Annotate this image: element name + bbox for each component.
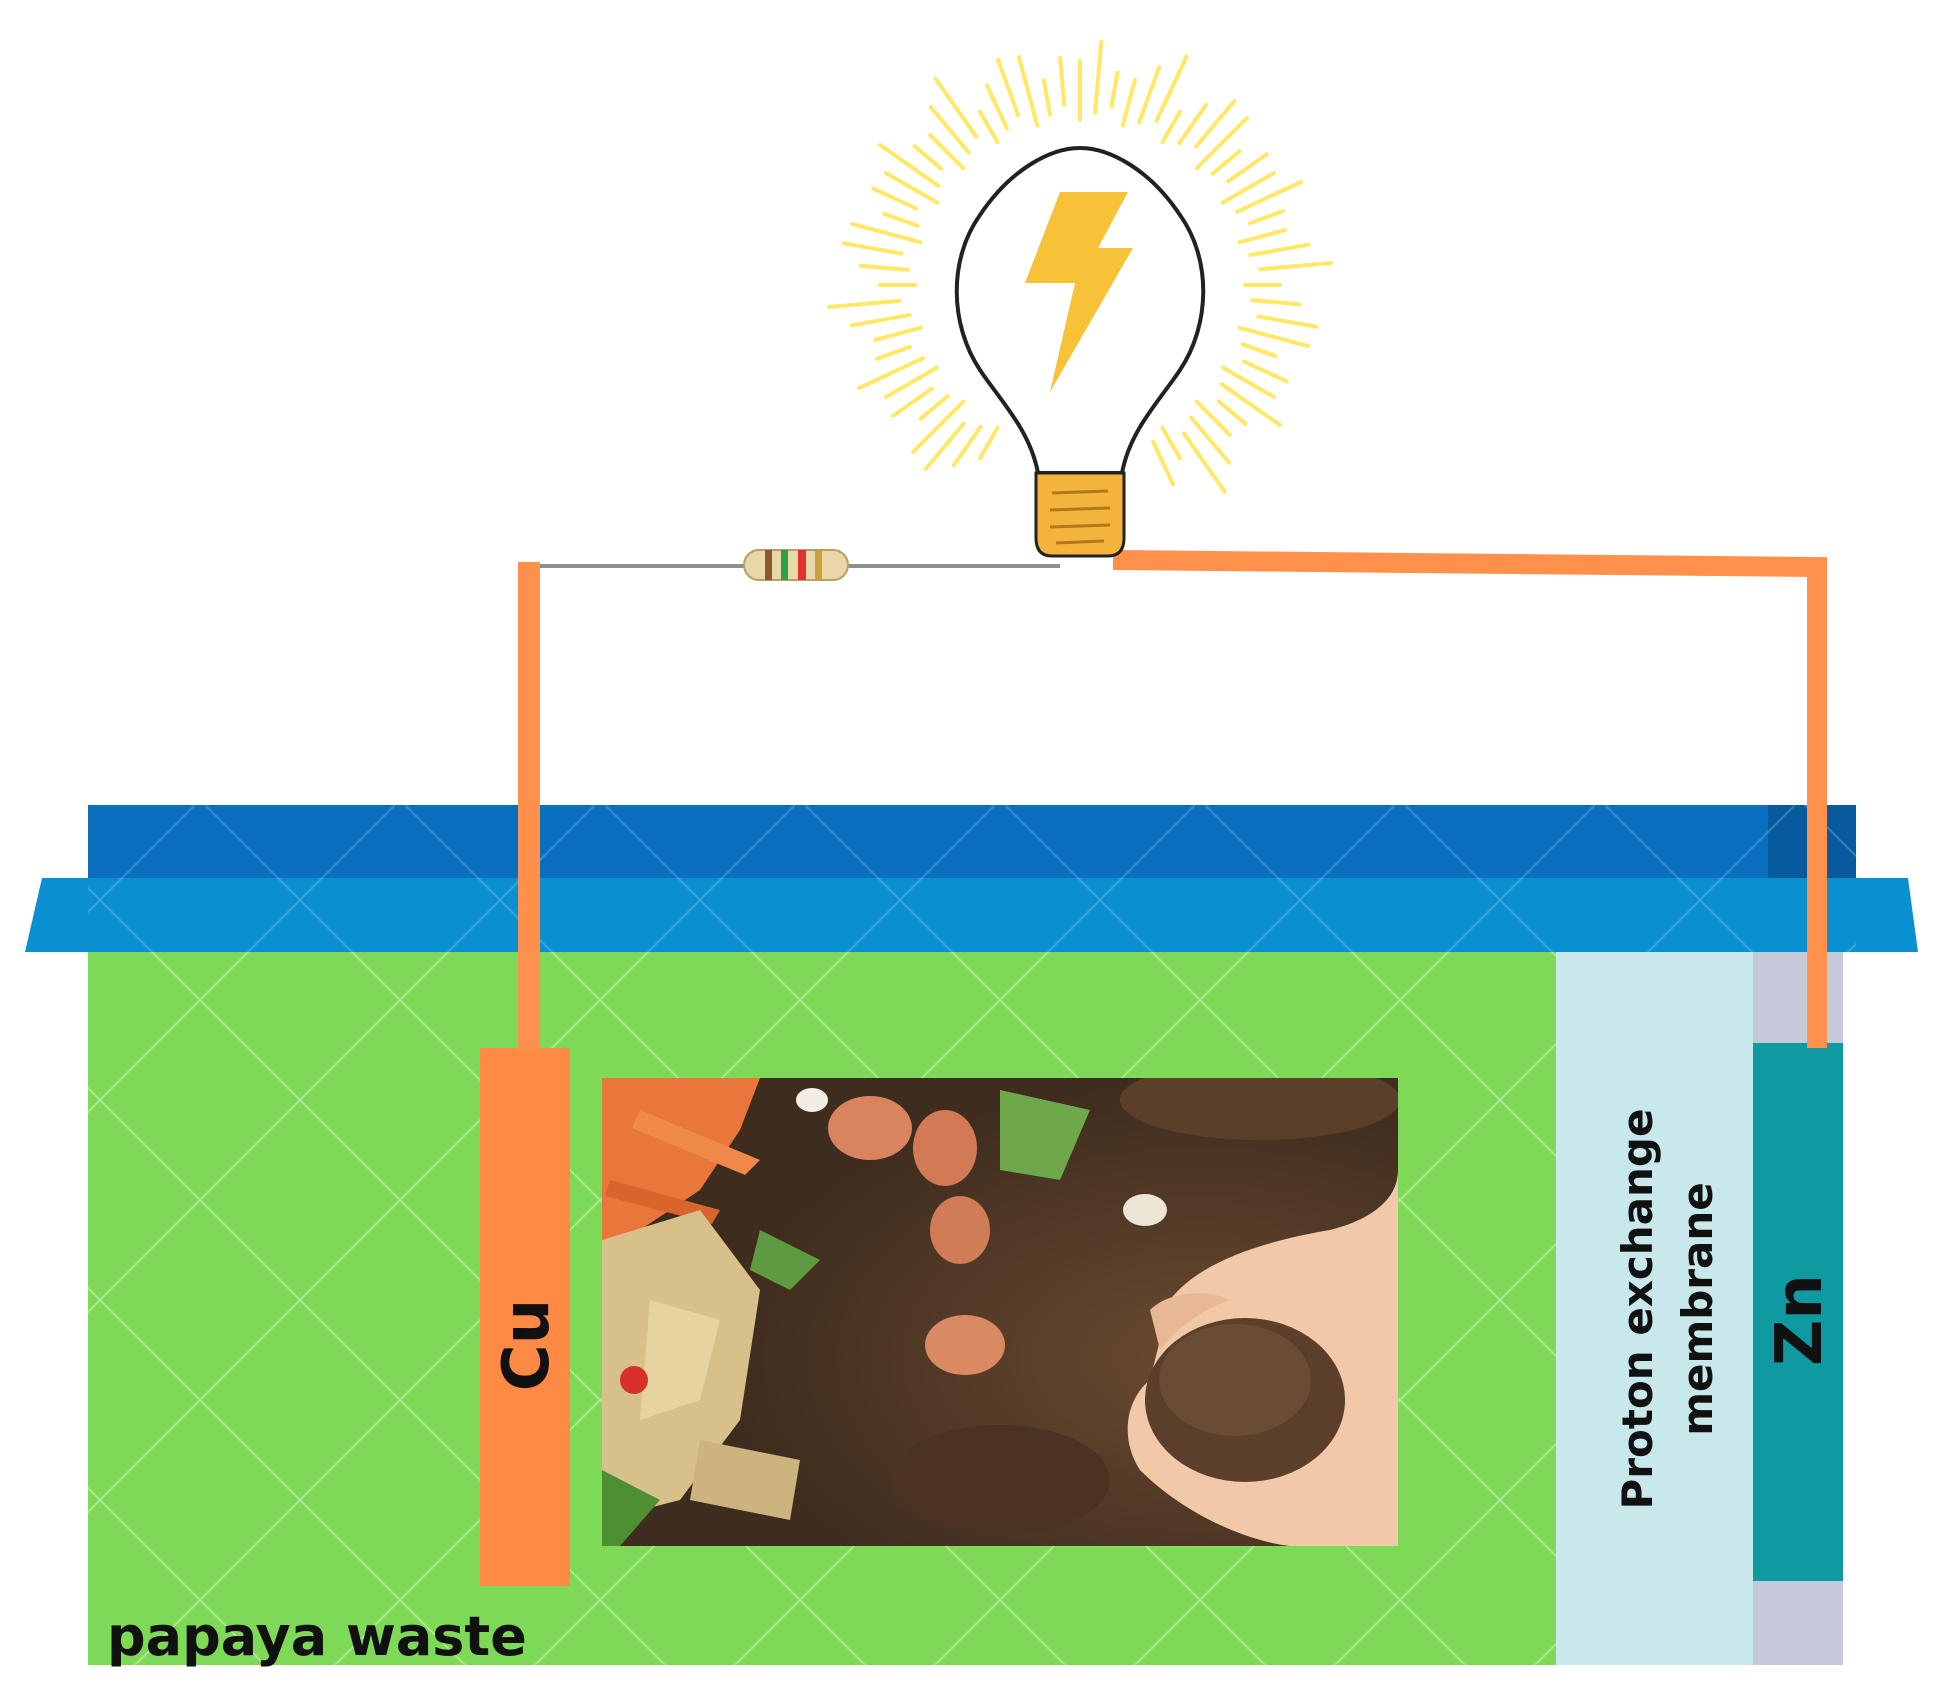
glow-ray <box>978 425 1000 461</box>
glow-ray <box>1219 382 1282 427</box>
glow-ray <box>928 105 971 155</box>
glow-ray <box>1109 70 1120 109</box>
glow-ray <box>918 394 950 421</box>
glow-ray <box>884 365 940 399</box>
glow-ray <box>1194 399 1232 437</box>
proton-exchange-membrane <box>1556 952 1753 1665</box>
glow-ray <box>858 263 910 272</box>
glow-ray <box>1226 152 1269 184</box>
glow-ray <box>1256 314 1319 329</box>
glow-ray <box>1160 109 1182 145</box>
glow-ray <box>849 313 912 328</box>
glow-ray <box>1237 228 1287 245</box>
membrane-label-line2: membrane <box>1673 1182 1722 1436</box>
glow-ray <box>1160 425 1182 461</box>
glow-ray <box>912 144 944 171</box>
glow-ray <box>878 143 941 188</box>
lightbulb-icon <box>827 39 1333 558</box>
glow-ray <box>1250 298 1302 307</box>
glow-ray <box>1240 342 1278 359</box>
glow-ray <box>1220 171 1276 205</box>
glow-ray <box>1248 209 1285 226</box>
glow-ray <box>928 133 966 171</box>
cu-electrode <box>480 1048 570 1586</box>
glow-ray <box>1154 54 1189 123</box>
glow-ray <box>911 399 966 454</box>
papaya-waste-label: papaya waste <box>107 1605 527 1668</box>
glow-ray <box>1151 439 1175 487</box>
glow-ray <box>1237 325 1310 349</box>
glow-ray <box>850 221 923 245</box>
glow-ray <box>1093 39 1104 115</box>
glow-ray <box>985 83 1009 131</box>
glow-ray <box>933 76 979 139</box>
glow-ray <box>841 241 904 256</box>
glow-ray <box>1177 102 1209 146</box>
glow-ray <box>1242 359 1289 384</box>
glow-ray <box>1058 55 1067 107</box>
container-lid <box>25 805 1918 952</box>
zn-label: Zn <box>1763 1274 1837 1366</box>
glow-ray <box>1181 431 1227 494</box>
glow-ray <box>1248 242 1311 257</box>
glow-ray <box>1120 78 1137 128</box>
cu-label: Cu <box>490 1299 564 1392</box>
membrane-label-line1: Proton exchange <box>1613 1109 1662 1510</box>
glow-ray <box>995 57 1021 117</box>
compost-photo <box>602 1078 1398 1546</box>
zn-electrode <box>1753 1043 1843 1581</box>
circuit-wires <box>518 550 1827 1050</box>
glow-ray <box>884 171 940 205</box>
lightning-bolt-icon <box>1025 192 1133 392</box>
glow-ray <box>978 109 1000 145</box>
glow-ray <box>1216 399 1248 426</box>
glow-ray <box>1016 55 1040 128</box>
glow-ray <box>873 325 923 342</box>
glow-ray <box>871 186 918 211</box>
glow-ray <box>875 344 912 361</box>
glow-ray <box>1189 415 1232 465</box>
resistor-icon <box>743 549 849 581</box>
glow-ray <box>1258 261 1333 272</box>
glow-ray <box>856 356 926 391</box>
glow-ray <box>1194 116 1249 171</box>
glow-ray <box>1210 149 1242 176</box>
glow-ray <box>1137 65 1162 125</box>
glow-ray <box>1234 179 1304 214</box>
glow-ray <box>1194 99 1237 149</box>
glow-ray <box>923 421 966 471</box>
glow-ray <box>1220 365 1276 399</box>
glow-ray <box>827 298 902 309</box>
glow-ray <box>951 424 983 468</box>
glow-ray <box>1041 78 1052 117</box>
glow-ray <box>891 386 934 418</box>
glow-ray <box>882 211 920 228</box>
